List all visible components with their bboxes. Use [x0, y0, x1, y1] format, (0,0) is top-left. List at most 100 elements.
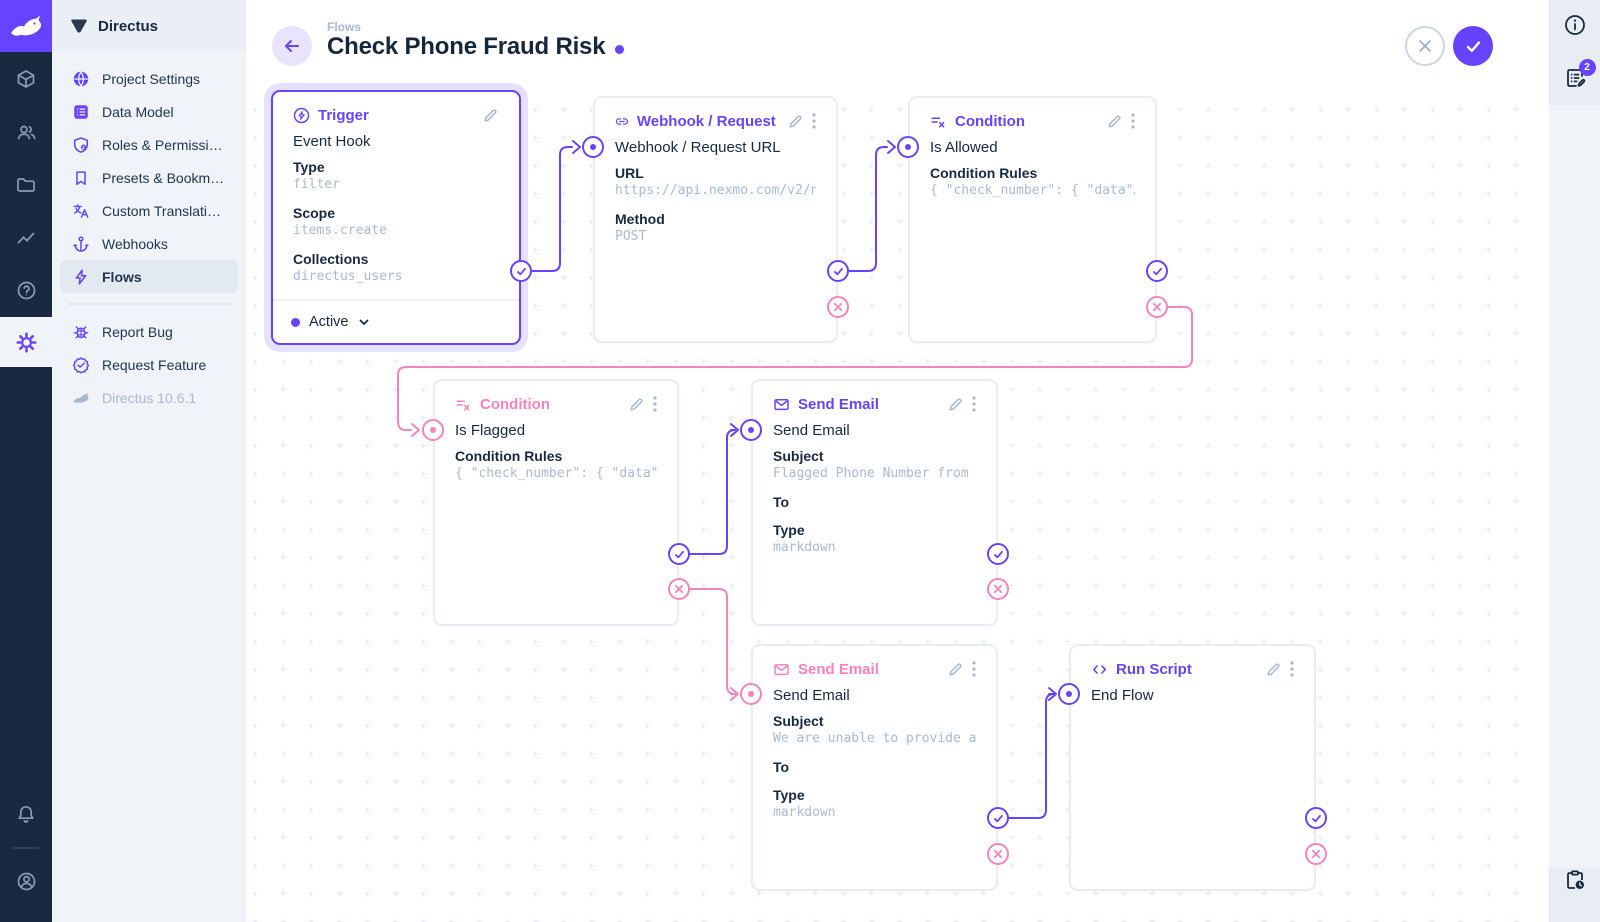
project-header[interactable]: Directus [52, 0, 246, 52]
translate-icon [72, 202, 90, 220]
clipboard-clock-icon [1566, 870, 1584, 889]
input-connector-condition-1[interactable] [897, 136, 919, 158]
edit-icon[interactable] [787, 113, 804, 130]
sidebar-item-request-feature[interactable]: Request Feature [60, 348, 238, 381]
user-menu-button[interactable] [0, 855, 52, 908]
info-icon [1564, 15, 1585, 35]
resolve-connector-send-email-1[interactable] [987, 543, 1009, 565]
input-connector-run-script[interactable] [1058, 683, 1080, 705]
sidebar-item-label: Custom Translations [102, 202, 226, 219]
resolve-connector-condition-2[interactable] [668, 543, 690, 565]
notification-badge: 2 [1578, 59, 1596, 76]
module-insights[interactable] [0, 211, 52, 264]
edit-icon[interactable] [947, 661, 964, 678]
edit-icon[interactable] [1106, 113, 1123, 130]
flow-node-webhook[interactable]: Webhook / Request URL Webhook / Request … [593, 96, 838, 343]
options-icon[interactable] [653, 396, 657, 412]
module-settings[interactable] [0, 317, 52, 367]
dot-glyph [430, 427, 436, 433]
field-value: items.create [293, 223, 387, 238]
module-content[interactable] [0, 52, 52, 105]
sidebar-item-project-settings[interactable]: Project Settings [60, 62, 238, 95]
dot-glyph [590, 144, 596, 150]
options-icon[interactable] [1290, 661, 1294, 677]
field-label: Condition Rules [930, 165, 1038, 181]
sidebar-item-report-bug[interactable]: Report Bug [60, 315, 238, 348]
discard-button[interactable] [1405, 26, 1445, 66]
input-connector-webhook[interactable] [582, 136, 604, 158]
sidebar-item-data-model[interactable]: Data Model [60, 95, 238, 128]
reject-connector-run-script[interactable] [1305, 843, 1327, 865]
reject-connector-condition-1[interactable] [1146, 296, 1168, 318]
resolve-connector-webhook[interactable] [827, 260, 849, 282]
edit-icon[interactable] [1265, 661, 1282, 678]
sidebar-item-flows[interactable]: Flows [60, 260, 238, 293]
input-connector-send-email-2[interactable] [740, 683, 762, 705]
right-sidebar: 2 [1549, 0, 1600, 922]
field-value: markdown [773, 540, 836, 555]
arrowhead [887, 140, 896, 154]
reject-connector-webhook[interactable] [827, 296, 849, 318]
sidebar-item-custom-translations[interactable]: Custom Translations [60, 194, 238, 227]
info-button[interactable] [1563, 13, 1587, 37]
reject-connector-condition-2[interactable] [668, 578, 690, 600]
resolve-connector-condition-1[interactable] [1146, 260, 1168, 282]
field-label: Collections [293, 251, 369, 267]
node-title: Webhook / Request URL [636, 112, 779, 130]
directus-logo[interactable] [0, 0, 52, 52]
rabbit-icon [72, 391, 90, 405]
reject-connector-send-email-1[interactable] [987, 578, 1009, 600]
edit-icon[interactable] [947, 396, 964, 413]
globe-icon [72, 70, 90, 88]
notifications-button[interactable] [0, 788, 52, 841]
field-label: Type [773, 522, 805, 538]
edit-icon[interactable] [628, 396, 645, 413]
input-connector-send-email-1[interactable] [740, 419, 762, 441]
sidebar-item-webhooks[interactable]: Webhooks [60, 227, 238, 260]
flow-canvas[interactable]: ++++++++++++++++++++++++++++++++++++++++… [246, 0, 1549, 922]
flow-status-select[interactable]: Active [273, 299, 519, 343]
operation-name: Is Allowed [930, 139, 998, 156]
folder-icon [17, 177, 35, 192]
options-icon[interactable] [812, 113, 816, 129]
back-button[interactable] [272, 26, 312, 66]
edge-condition1-condition2 [397, 306, 1193, 431]
condition-icon [931, 116, 945, 128]
input-connector-condition-2[interactable] [422, 419, 444, 441]
edit-icon[interactable] [482, 107, 499, 124]
dot-glyph [748, 427, 754, 433]
breadcrumb[interactable]: Flows [327, 20, 362, 34]
save-button[interactable] [1453, 26, 1493, 66]
options-icon[interactable] [1131, 113, 1135, 129]
options-icon[interactable] [972, 661, 976, 677]
arrowhead [1048, 687, 1057, 701]
gear-icon [16, 332, 36, 352]
operation-name: Webhook / Request URL [615, 139, 781, 156]
field-value: markdown [773, 805, 836, 820]
module-docs[interactable] [0, 264, 52, 317]
flow-node-condition-1[interactable]: Condition Is Allowed Condition Rules{ "c… [908, 96, 1157, 343]
module-files[interactable] [0, 158, 52, 211]
flow-node-condition-2[interactable]: Condition Is Flagged Condition Rules{ "c… [433, 379, 679, 626]
revisions-button[interactable] [1563, 868, 1587, 892]
node-title: Send Email [798, 660, 879, 678]
close-icon [1419, 40, 1431, 52]
activity-log-button[interactable]: 2 [1563, 59, 1596, 90]
anchor-icon [72, 235, 90, 253]
reject-connector-send-email-2[interactable] [987, 843, 1009, 865]
sidebar-item-roles-permissions[interactable]: Roles & Permissions [60, 128, 238, 161]
right-sidebar-bottom [1549, 868, 1600, 922]
options-icon[interactable] [972, 396, 976, 412]
resolve-connector-run-script[interactable] [1305, 807, 1327, 829]
sidebar-item-presets-bookmarks[interactable]: Presets & Bookmar... [60, 161, 238, 194]
flow-node-run-script[interactable]: Run Script End Flow [1069, 644, 1316, 891]
arrow-left-icon [285, 40, 299, 52]
operation-name: Send Email [773, 687, 850, 704]
resolve-connector-trigger[interactable] [510, 260, 532, 282]
module-users[interactable] [0, 105, 52, 158]
edge-condition2-sendemail2 [689, 588, 736, 695]
resolve-connector-send-email-2[interactable] [987, 807, 1009, 829]
